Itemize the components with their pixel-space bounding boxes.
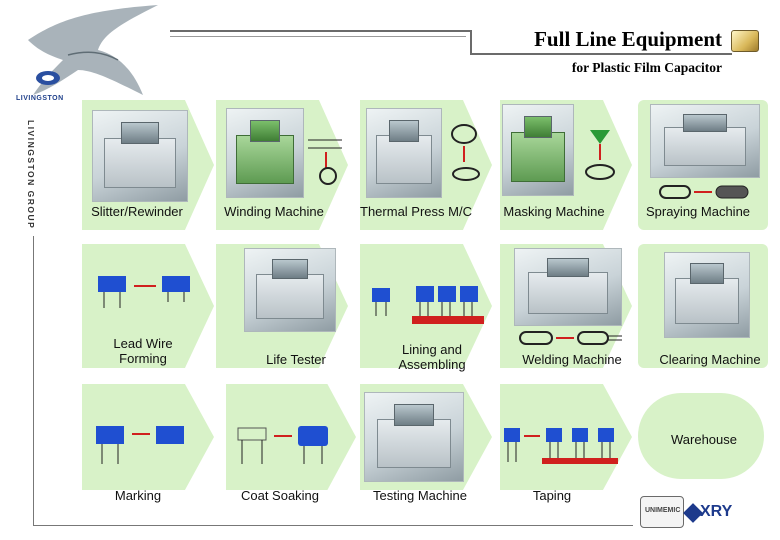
page-subtitle: for Plastic Film Capacitor: [571, 60, 722, 75]
coat-soaking-diagram-icon: [237, 426, 328, 464]
taping-diagram-icon: [504, 428, 618, 464]
label-thermal-press: Thermal Press M/C: [360, 204, 472, 219]
lining-assembling-diagram-icon: [372, 286, 484, 324]
header-rule-top: [170, 30, 470, 32]
label-taping: Taping: [532, 488, 572, 503]
spraying-machine-photo[interactable]: [650, 104, 760, 178]
label-life-tester: Life Tester: [266, 352, 326, 367]
header-rule-mid: [470, 30, 472, 54]
company-logo-text: LIVINGSTON: [16, 95, 64, 102]
label-coat-soaking: Coat Soaking: [240, 488, 320, 503]
lead-wire-diagram-icon: [98, 276, 190, 308]
header-rule-thin: [170, 36, 466, 37]
brand-mark-text: UNIMEMIC: [645, 507, 681, 514]
winding-roll-diagram-icon: [308, 139, 342, 185]
masking-diagram-icon: [585, 130, 615, 180]
welding-machine-photo[interactable]: [514, 248, 622, 326]
footer-rule: [33, 525, 633, 526]
thermal-press-photo[interactable]: [366, 108, 442, 198]
marking-diagram-icon: [96, 426, 184, 464]
group-vertical-label: LIVINGSTON GROUP: [26, 120, 36, 230]
xry-logo-text: XRY: [700, 503, 733, 520]
bird-logo-icon: [28, 5, 158, 95]
label-welding-machine: Welding Machine: [522, 352, 622, 367]
welding-diagram-icon: [519, 331, 622, 345]
slitter-rewinder-photo[interactable]: [92, 110, 188, 202]
warehouse-bubble[interactable]: [638, 393, 764, 479]
testing-machine-photo[interactable]: [364, 392, 464, 482]
label-spraying-machine: Spraying Machine: [645, 204, 751, 219]
capacitor-icon: [731, 30, 759, 52]
spraying-diagram-icon: [659, 185, 749, 199]
step-panel-lining: [360, 244, 492, 368]
label-lining-assembling: Lining and Assembling: [398, 342, 466, 372]
label-winding-machine: Winding Machine: [224, 204, 324, 219]
header-rule-bottom: [470, 53, 732, 55]
label-testing-machine: Testing Machine: [373, 488, 467, 503]
label-masking-machine: Masking Machine: [503, 204, 605, 219]
label-slitter-rewinder: Slitter/Rewinder: [91, 204, 183, 219]
life-tester-photo[interactable]: [244, 248, 336, 332]
label-clearing-machine: Clearing Machine: [659, 352, 761, 367]
left-rule: [33, 236, 34, 526]
label-marking: Marking: [114, 488, 162, 503]
page-title: Full Line Equipment: [534, 27, 722, 51]
label-warehouse: Warehouse: [671, 432, 737, 447]
masking-machine-photo[interactable]: [502, 104, 574, 196]
brand-mark-logo: UNIMEMIC: [640, 496, 684, 528]
clearing-machine-photo[interactable]: [664, 252, 750, 338]
thermal-press-diagram-icon: [451, 124, 480, 181]
winding-machine-photo[interactable]: [226, 108, 304, 198]
label-lead-wire-forming: Lead Wire Forming: [113, 336, 173, 366]
